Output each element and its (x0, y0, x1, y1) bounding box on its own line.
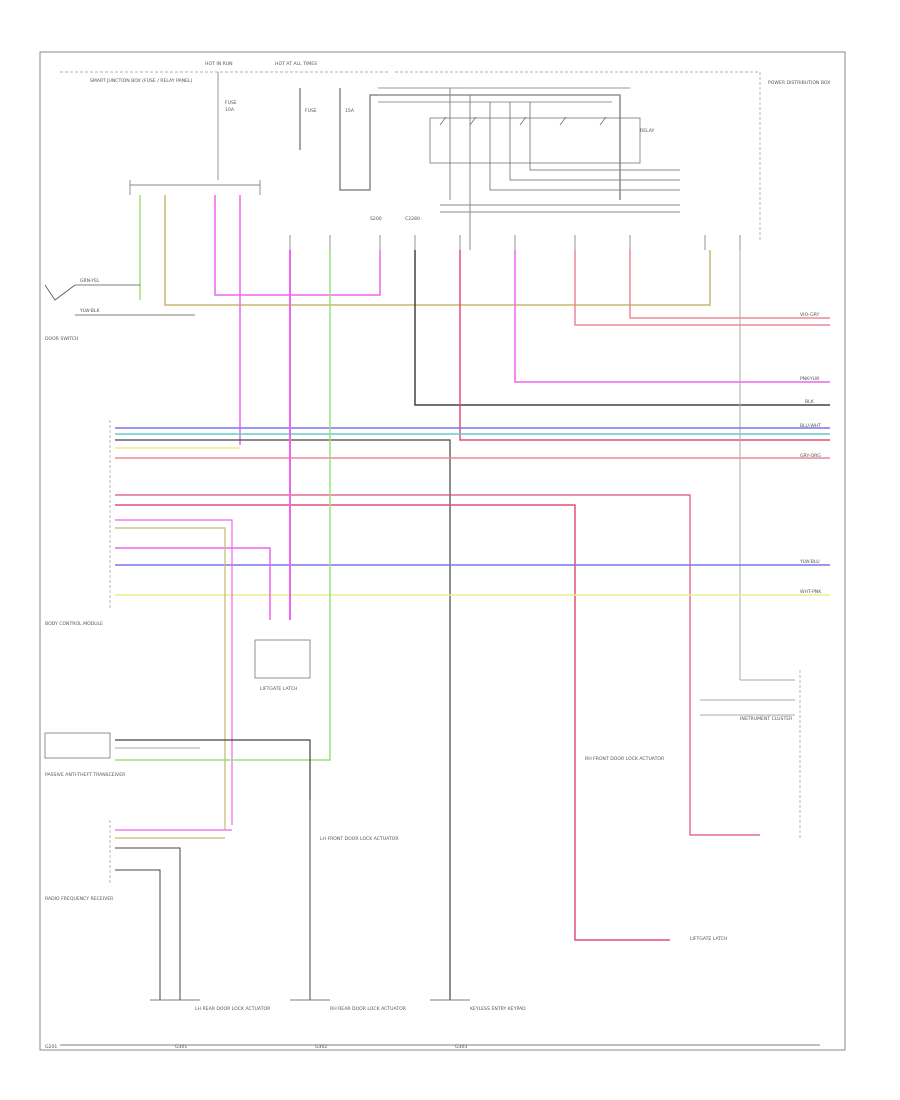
keyless-entry-label: KEYLESS ENTRY KEYPAD (470, 1006, 526, 1012)
bcm-label: BODY CONTROL MODULE (45, 621, 103, 627)
wire-label-ylw-blu: YLW-BLU (799, 559, 820, 565)
power-boundary (60, 71, 761, 240)
wire-label-blu-wht: BLU-WHT (800, 423, 821, 429)
tan-wire-label: YLW-BLK (79, 308, 101, 314)
relay-block-label: RELAY (640, 128, 655, 134)
top-power-bus (217, 72, 680, 250)
rh-front-door-label: RH FRONT DOOR LOCK ACTUATOR (585, 756, 665, 762)
fuse-2-rating: 15A (345, 108, 355, 114)
ground-2-label: G302 (315, 1044, 327, 1050)
c-ref-label: C2280 (405, 216, 420, 222)
wire-label-blk: BLK (805, 399, 815, 405)
ground-3-label: G303 (455, 1044, 467, 1050)
lh-rear-door-label: LH REAR DOOR LOCK ACTUATOR (195, 1006, 271, 1012)
mid-connectors: S200 C2280 (289, 216, 741, 250)
wire-label-gry-org: GRY-ORG (800, 453, 821, 459)
liftgate-label: LIFTGATE LATCH (260, 686, 297, 692)
ground-1-label: G301 (175, 1044, 187, 1050)
instrument-cluster: INSTRUMENT CLUSTER (700, 670, 801, 840)
wire-bundle-right: VIO-GRY PNK-YLW BLK (414, 250, 830, 680)
wire-label-pnk-ylw: PNK-YLW (800, 376, 820, 382)
top-right-junction-label: POWER DISTRIBUTION BOX (768, 80, 830, 86)
door-actuators: LH FRONT DOOR LOCK ACTUATOR RH FRONT DOO… (195, 756, 727, 1012)
hot-at-all-times-label: HOT AT ALL TIMES (275, 61, 317, 67)
s-ref-label: S200 (370, 216, 382, 222)
instrument-cluster-label: INSTRUMENT CLUSTER (740, 716, 793, 722)
rf-receiver: RADIO FREQUENCY RECEIVER (45, 820, 232, 1000)
fuse-1-rating: 10A (225, 107, 235, 113)
fuse-1-label: FUSE (225, 100, 237, 106)
diagram-frame (39, 51, 846, 1051)
central-module: LIFTGATE LATCH (254, 639, 311, 692)
grn-wire-label: GRN-YEL (80, 278, 100, 284)
door-switch-label: DOOR SWITCH (45, 336, 78, 342)
passive-anti-theft: PASSIVE ANTI-THEFT TRANSCEIVER (44, 732, 311, 800)
bottom-note: G201 (45, 1044, 57, 1050)
passive-anti-theft-label: PASSIVE ANTI-THEFT TRANSCEIVER (45, 772, 126, 778)
lh-front-door-label: LH FRONT DOOR LOCK ACTUATOR (320, 836, 399, 842)
wire-label-wht-pnk: WHT-PNK (800, 589, 822, 595)
hot-in-run-label: HOT IN RUN (205, 61, 233, 67)
bcm-horizontal-wires: BLU-WHT GRY-ORG YLW-BLU WHT-PNK (115, 250, 830, 1000)
door-switch: DOOR SWITCH GRN-YEL YLW-BLK (44, 278, 195, 342)
rh-rear-door-label: RH REAR DOOR LOCK ACTUATOR (330, 1006, 407, 1012)
fuse-2-label: FUSE (305, 108, 317, 114)
grounds: G301 G302 G303 G201 (45, 999, 820, 1050)
liftgate-switch-label: LIFTGATE LATCH (690, 936, 727, 942)
wire-label-vio-gry: VIO-GRY (800, 312, 820, 318)
top-left-fuse-box-label: SMART JUNCTION BOX (FUSE / RELAY PANEL) (90, 78, 193, 84)
rf-receiver-label: RADIO FREQUENCY RECEIVER (45, 896, 114, 902)
top-left-connectors (129, 180, 711, 445)
